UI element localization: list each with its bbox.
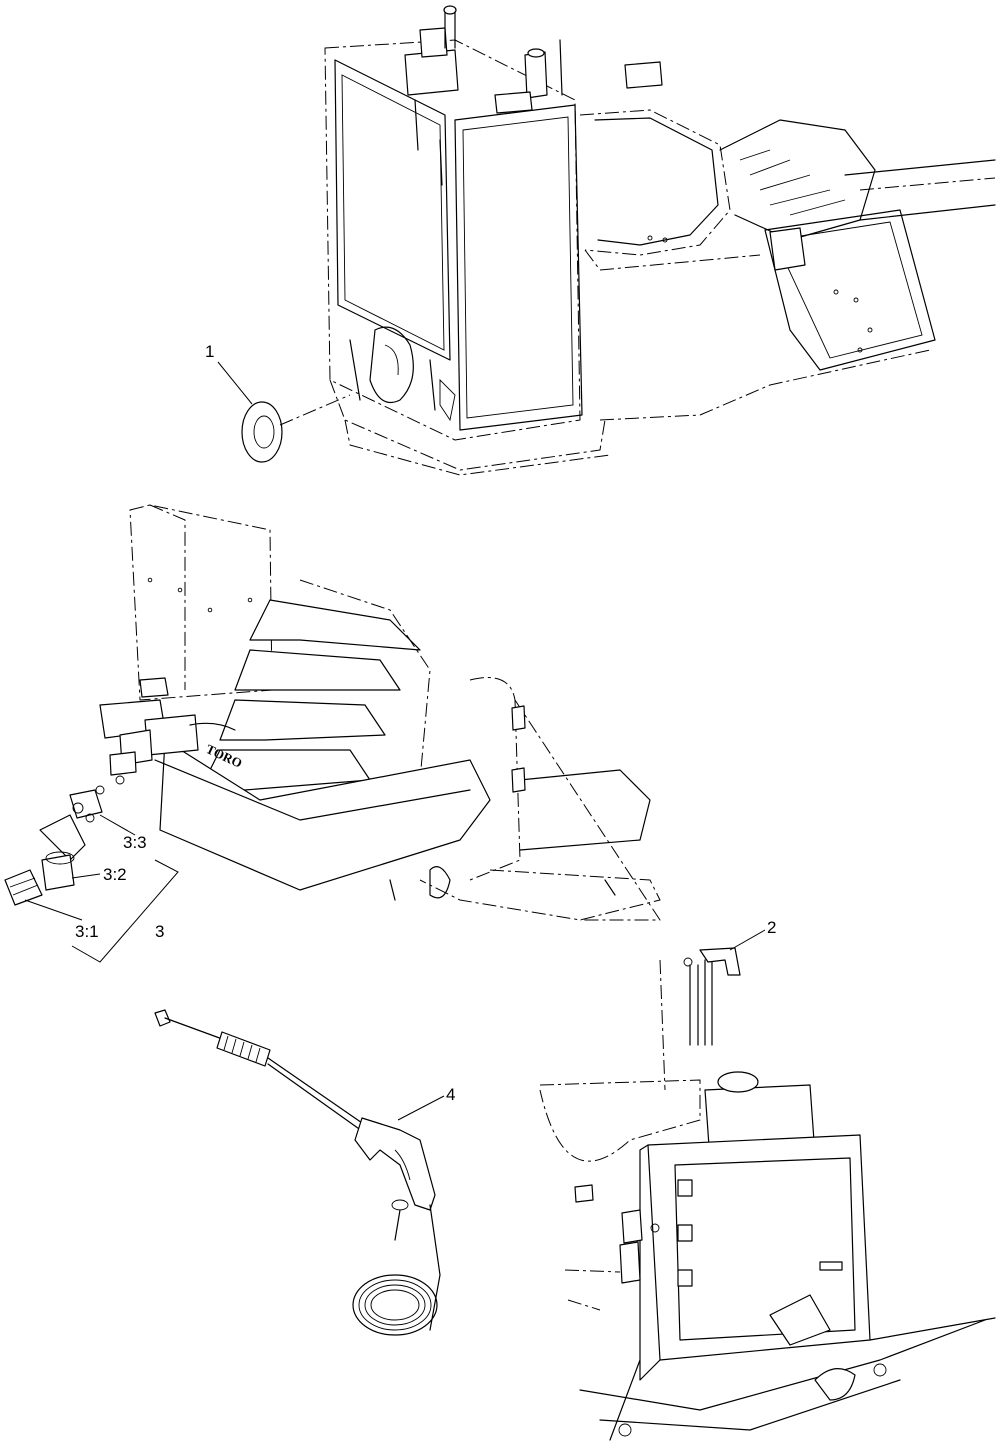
item-3-2-adapter (39, 814, 86, 891)
callout-4: 4 (397, 1085, 455, 1121)
callout-label-3-2: 3:2 (103, 865, 127, 884)
callout-1: 1 (205, 342, 253, 405)
callout-label-4: 4 (446, 1085, 455, 1104)
callout-label-2: 2 (767, 918, 776, 937)
callout-3: 3 (71, 859, 179, 963)
item-1-round-pad (241, 394, 351, 463)
item-3-1-fitting (4, 869, 43, 906)
bottom-right-tank-assembly (539, 947, 996, 1441)
callout-label-1: 1 (205, 342, 214, 361)
middle-machine-assembly: TORO (95, 504, 661, 921)
callout-label-3: 3 (155, 922, 164, 941)
item-4-spray-wand (154, 1009, 441, 1336)
callout-2: 2 (729, 918, 776, 951)
callout-3-2: 3:2 (71, 865, 127, 884)
callout-3-3: 3:3 (99, 814, 147, 852)
item-2-hook-bracket (683, 947, 741, 1046)
top-machine-assembly (324, 5, 996, 476)
item-3-3-coupler (69, 789, 103, 823)
callout-label-3-1: 3:1 (75, 922, 99, 941)
callout-label-3-3: 3:3 (123, 833, 147, 852)
callout-3-1: 3:1 (24, 899, 99, 941)
